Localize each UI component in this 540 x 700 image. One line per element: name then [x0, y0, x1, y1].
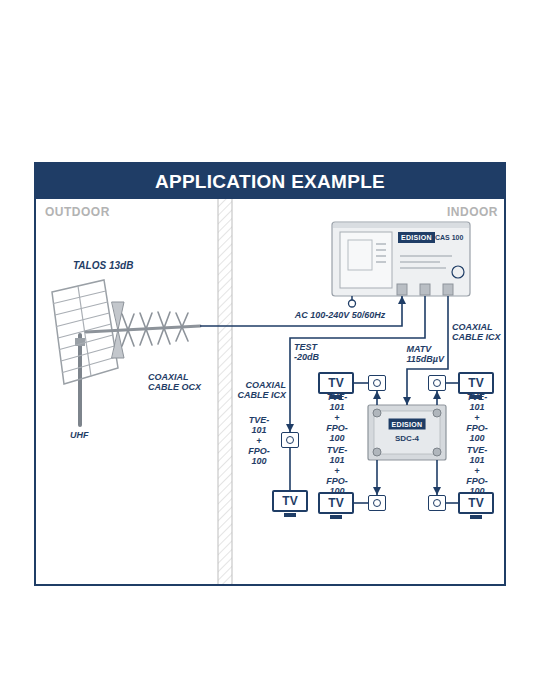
device-label: EDISION — [389, 419, 426, 430]
title-band — [35, 163, 505, 199]
test-port-label: TEST -20dB — [294, 342, 319, 363]
coax-cable — [446, 382, 458, 384]
zone-label: INDOOR — [447, 206, 498, 218]
antenna-drawing — [52, 280, 200, 425]
wall-outlet: TVE-101 + FPO-100 — [428, 495, 446, 511]
tv-label: TV — [468, 377, 483, 389]
power-label: AC 100-240V 50/60Hz — [295, 310, 386, 320]
zone-label: OUTDOOR — [45, 206, 110, 218]
cable-label: COAXIAL CABLE ICX — [452, 322, 502, 343]
signal-level-label: MATV 115dBµV — [406, 344, 444, 365]
wall-outlet: TVE-101 + FPO-100 — [368, 495, 386, 511]
outlet-socket — [373, 379, 381, 387]
tv-set: TV — [272, 490, 308, 512]
tv-stand — [330, 515, 342, 519]
wall — [218, 199, 232, 585]
wall-outlet: TVE-101 + FPO-100 — [428, 375, 446, 391]
coax-cable — [446, 502, 458, 504]
tv-stand — [470, 395, 482, 399]
tv-set: TV — [458, 492, 494, 514]
frame — [35, 163, 505, 585]
tv-set: TV — [318, 372, 354, 394]
outlet-label: TVE-101 + FPO-100 — [326, 392, 348, 444]
outlet-label: TVE-101 + FPO-100 — [326, 445, 348, 497]
wall-outlet: TVE-101 + FPO-100 — [281, 432, 299, 448]
coax-cable — [407, 296, 448, 405]
device-label: EDISION — [398, 232, 435, 243]
coax-cable — [354, 382, 368, 384]
tv-label: TV — [328, 377, 343, 389]
antenna-node: TALOS 13dB — [45, 255, 200, 345]
diagram-title: APPLICATION EXAMPLE — [155, 172, 385, 191]
wall-outlet: TVE-101 + FPO-100 — [368, 375, 386, 391]
band-label: UHF — [70, 430, 89, 440]
splitter: EDISION SDC-4 — [368, 405, 446, 460]
outlet-label: TVE-101 + FPO-100 — [466, 392, 488, 444]
title-bar: APPLICATION EXAMPLE — [35, 163, 505, 199]
coax-cable — [200, 296, 402, 326]
outlet-socket — [433, 379, 441, 387]
amplifier: EDISIONCAS 100 — [332, 222, 470, 296]
tv-stand — [330, 395, 342, 399]
device-label: TALOS 13dB — [73, 261, 133, 271]
tv-label: TV — [328, 497, 343, 509]
outlet-socket — [373, 499, 381, 507]
coax-cable — [436, 460, 438, 495]
tv-stand — [284, 513, 296, 517]
tv-set: TV — [318, 492, 354, 514]
device-label: CAS 100 — [435, 234, 463, 241]
cable-label: COAXIAL CABLE ICX — [234, 380, 286, 401]
power-plug — [349, 296, 356, 307]
outlet-label: TVE-101 + FPO-100 — [466, 445, 488, 497]
coax-cable — [290, 296, 425, 432]
coax-cable — [376, 460, 378, 495]
coax-cable — [289, 448, 291, 490]
outlet-label: TVE-101 + FPO-100 — [248, 415, 270, 467]
coax-cable — [436, 391, 438, 405]
tv-label: TV — [468, 497, 483, 509]
amplifier-body — [332, 222, 470, 296]
tv-set: TV — [458, 372, 494, 394]
coax-cable — [354, 502, 368, 504]
outlet-socket — [433, 499, 441, 507]
cable-label: COAXIAL CABLE OCX — [148, 372, 204, 393]
tv-label: TV — [282, 495, 297, 507]
coax-cable — [376, 391, 378, 405]
splitter-body — [368, 405, 446, 460]
device-label: SDC-4 — [395, 435, 419, 443]
tv-stand — [470, 515, 482, 519]
outlet-socket — [286, 436, 294, 444]
